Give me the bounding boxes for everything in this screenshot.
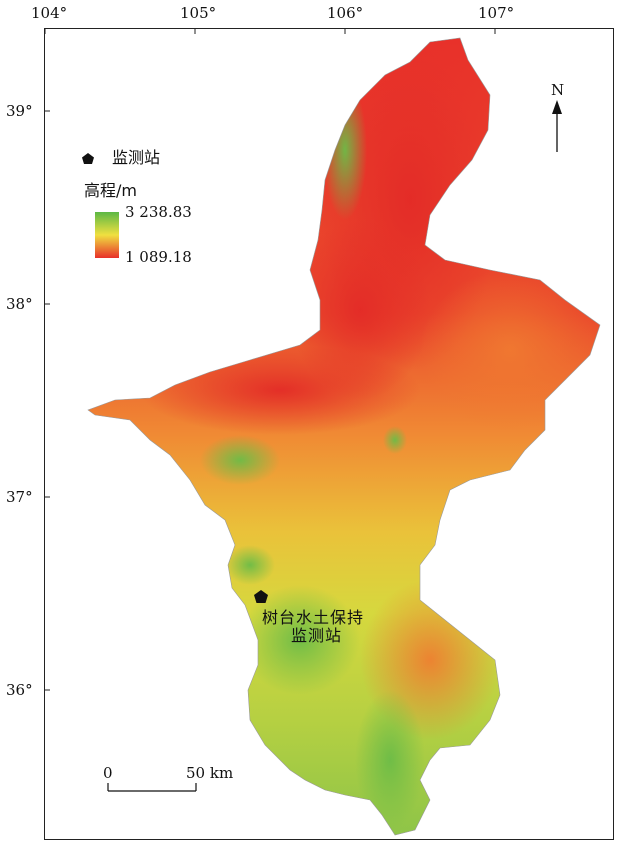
legend-station-label: 监测站: [112, 148, 161, 167]
lon-tick-104: 104°: [31, 4, 68, 22]
scale-bar: [107, 783, 197, 792]
station-name-line1: 树台水土保持: [262, 608, 365, 627]
lon-tick-106: 106°: [327, 4, 364, 22]
station-marker-icon: [254, 590, 268, 603]
lat-tick-36: 36°: [6, 681, 33, 699]
scale-start-label: 0: [103, 764, 113, 782]
province-boundary: [87, 37, 601, 836]
legend-elevation-title: 高程/m: [84, 181, 137, 200]
legend-elevation-max: 3 238.83: [125, 203, 192, 221]
station-name-line2: 监测站: [291, 626, 343, 645]
graticule-ticks: [44, 28, 496, 691]
lat-tick-37: 37°: [6, 488, 33, 506]
legend-station-icon: [82, 153, 94, 164]
lon-tick-105: 105°: [180, 4, 217, 22]
lat-tick-39: 39°: [6, 102, 33, 120]
north-label: N: [551, 81, 565, 99]
legend-elevation-min: 1 089.18: [125, 248, 192, 266]
legend-color-ramp: [95, 212, 119, 258]
scale-end-label: 50 km: [186, 764, 234, 782]
north-arrow-icon: [552, 100, 562, 152]
lon-tick-107: 107°: [478, 4, 515, 22]
lat-tick-38: 38°: [6, 295, 33, 313]
